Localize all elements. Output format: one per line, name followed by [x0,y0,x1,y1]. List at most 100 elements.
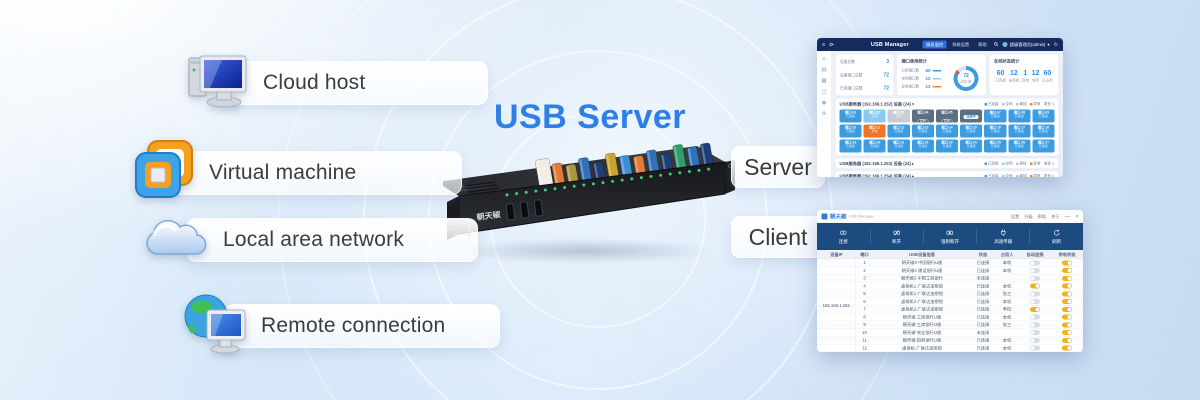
toolbar-divider [869,229,871,244]
summary-value: 72 [883,72,889,78]
titlebar-menu-item[interactable]: 关于 [1051,213,1060,219]
toolbar-button-高速传输[interactable]: 高速传输 [977,223,1030,250]
power-toggle[interactable] [1062,345,1072,351]
power-toggle[interactable] [1062,268,1072,274]
auto-connect-cell [1019,299,1051,305]
auto-connect-toggle[interactable] [1030,330,1040,336]
power-toggle[interactable] [1062,275,1072,281]
power-toggle[interactable] [1062,260,1072,266]
power-toggle[interactable] [1062,291,1072,297]
toolbar-button-刷新[interactable]: 刷新 [1030,223,1083,250]
device-section-collapsed[interactable]: USB服务器 (192.168.1.253) 设备 (24) ▸ 已连接空闲离线… [835,158,1059,169]
power-toggle[interactable] [1062,314,1072,320]
auto-connect-toggle[interactable] [1030,337,1040,343]
auto-connect-toggle[interactable] [1030,314,1040,320]
refresh-icon[interactable]: ⟳ [829,41,834,48]
topology-icon[interactable]: ◫ [821,88,827,95]
legend-more[interactable]: 更多 ∨ [1043,162,1055,166]
auto-connect-toggle[interactable] [1030,291,1040,297]
auto-connect-toggle[interactable] [1030,283,1040,289]
nav-item[interactable]: 服务监控 [922,40,947,49]
auto-connect-toggle[interactable] [1030,275,1040,281]
power-toggle[interactable] [1062,283,1072,289]
card-title: 在线状态统计 [994,58,1020,64]
home-icon[interactable]: ⌂ [822,55,826,62]
settings-icon[interactable]: ⊛ [821,110,827,117]
auto-connect-toggle[interactable] [1030,345,1040,351]
toolbar-button-断开[interactable]: 断开 [870,223,923,250]
auto-connect-toggle[interactable] [1030,306,1040,312]
power-toggle[interactable] [1062,330,1072,336]
power-toggle[interactable] [1062,299,1072,305]
transfer-icon [1000,229,1008,237]
titlebar-menu-item[interactable]: 帮助 [1037,213,1047,219]
power-toggle[interactable] [1062,322,1072,328]
toolbar-button-连接[interactable]: 连接 [817,223,870,250]
auto-connect-toggle[interactable] [1030,268,1040,274]
titlebar-menu-item[interactable]: 升级 [1024,213,1033,219]
nav-item[interactable]: 系统设置 [952,42,970,47]
menu-icon[interactable]: ≡ [822,41,826,48]
power-toggle[interactable] [1062,337,1072,343]
user-menu[interactable]: 超级管理员(admin) ▾ [1002,42,1050,48]
tile-name: 端口-25 [989,141,1001,145]
toolbar-button-强制断开[interactable]: 强制断开 [924,223,977,250]
users-icon[interactable]: ◉ [821,99,827,106]
auto-connect-toggle[interactable] [1030,260,1040,266]
search-icon[interactable] [994,41,999,48]
auto-connect-toggle[interactable] [1030,322,1040,328]
close-button[interactable]: × [1075,213,1079,220]
legend-item: 异常 [1029,161,1040,166]
legend-more[interactable]: 更多 ∨ [1043,102,1055,107]
port-grid-icon[interactable]: ▦ [821,77,827,84]
device-section-collapsed[interactable]: USB服务器 (192.168.1.254) 设备 (24) ▸ 已连接空闲离线… [835,171,1059,178]
stat-label: 异常 [1021,79,1029,83]
device-list-icon[interactable]: ▤ [821,66,827,73]
device-cell: 朝天椒2-中国工商银行 [900,275,944,281]
tile-status: 已连接 [1038,144,1048,148]
minimize-button[interactable]: — [1064,213,1071,220]
legend-label: 离线 [1019,162,1027,166]
tile-status: 空闲 [895,114,902,118]
nav-item[interactable]: 帮助 [978,42,987,47]
port-tile[interactable]: 连接中禁用 [960,109,983,123]
legend-label: 空闲 [1005,102,1013,107]
auto-connect-toggle[interactable] [1030,299,1040,305]
legend-more[interactable]: 更多 ∨ [1043,174,1055,178]
auto-connect-cell [1019,330,1051,336]
titlebar-menu-item[interactable]: 设置 [1010,213,1020,219]
app-logo-icon [821,213,828,220]
power-toggle[interactable] [1062,306,1072,312]
power-icon[interactable] [1054,42,1059,48]
section-title[interactable]: USB服务器 (192.168.1.252) 设备 (24) ▾ [839,101,915,107]
tile-name: 端口-12 [893,126,905,130]
toggle-knob [1067,322,1072,327]
